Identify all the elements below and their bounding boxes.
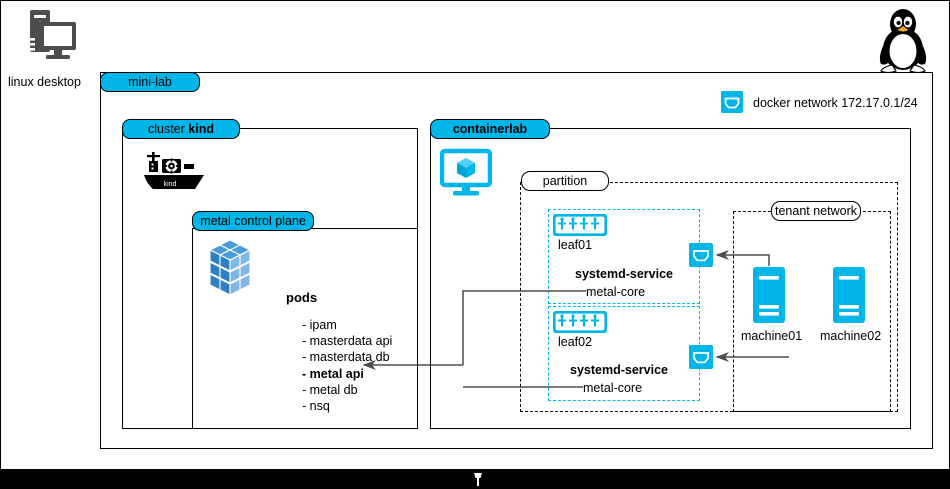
- containerlab-tab[interactable]: containerlab: [430, 119, 550, 139]
- leaf01-service-name: metal-core: [586, 285, 646, 299]
- leaf02-service-title: systemd-service: [570, 363, 668, 377]
- desktop-computer-icon: [28, 10, 76, 59]
- leaf02-label: leaf02: [558, 335, 593, 349]
- network-port-icon-leaf02[interactable]: [689, 345, 713, 369]
- containerlab-box: [430, 128, 911, 429]
- server-tower-icon-machine01: [753, 267, 785, 323]
- leaf02-service-name: metal-core: [583, 381, 643, 395]
- pod-item: - masterdata api: [302, 334, 393, 349]
- bar-glyph-icon: [474, 473, 482, 486]
- pod-item: - nsq: [302, 399, 330, 414]
- pod-item-metal-api: - metal api: [302, 366, 364, 381]
- cluster-kind-tab-label: cluster kind: [148, 122, 214, 136]
- kubernetes-cube-icon: [208, 239, 252, 296]
- pod-item: - masterdata db: [302, 350, 390, 365]
- host-label: linux desktop: [8, 75, 81, 89]
- leaf01-service-title: systemd-service: [575, 267, 673, 281]
- pod-item: - metal db: [302, 382, 358, 397]
- server-tower-icon-machine02: [833, 267, 865, 323]
- bottom-bar: [0, 470, 950, 489]
- machine01-label: machine01: [741, 329, 803, 343]
- partition-label[interactable]: partition: [521, 171, 609, 191]
- network-switch-icon-leaf01: [553, 214, 607, 236]
- metal-control-plane-tab[interactable]: metal control plane: [192, 211, 314, 231]
- pods-list: - ipam - masterdata api - masterdata db …: [302, 317, 392, 414]
- tenant-network-label[interactable]: tenant network: [771, 201, 861, 221]
- containerlab-tab-label: containerlab: [452, 122, 528, 136]
- leaf01-label: leaf01: [558, 238, 593, 252]
- network-port-icon-legend: [721, 91, 743, 113]
- cluster-kind-tab[interactable]: cluster kind: [122, 119, 240, 139]
- metal-control-plane-tab-label: metal control plane: [200, 214, 306, 228]
- pod-item: - ipam: [302, 318, 337, 332]
- tux-penguin-icon: [879, 9, 927, 72]
- kind-ship-icon: kind: [144, 152, 204, 189]
- mini-lab-box: [100, 72, 933, 449]
- mini-lab-tab[interactable]: mini-lab: [100, 72, 200, 92]
- pods-title: pods: [286, 290, 318, 305]
- tenant-network-label-text: tenant network: [775, 204, 857, 218]
- partition-label-text: partition: [542, 174, 588, 188]
- network-switch-icon-leaf02: [553, 311, 607, 333]
- svg-text:kind: kind: [164, 181, 177, 188]
- network-port-icon-leaf01[interactable]: [689, 243, 713, 267]
- mini-lab-tab-label: mini-lab: [128, 75, 172, 89]
- containerlab-monitor-cube-icon: [440, 148, 492, 196]
- docker-network-label: docker network 172.17.0.1/24: [753, 96, 918, 110]
- machine02-label: machine02: [820, 329, 882, 343]
